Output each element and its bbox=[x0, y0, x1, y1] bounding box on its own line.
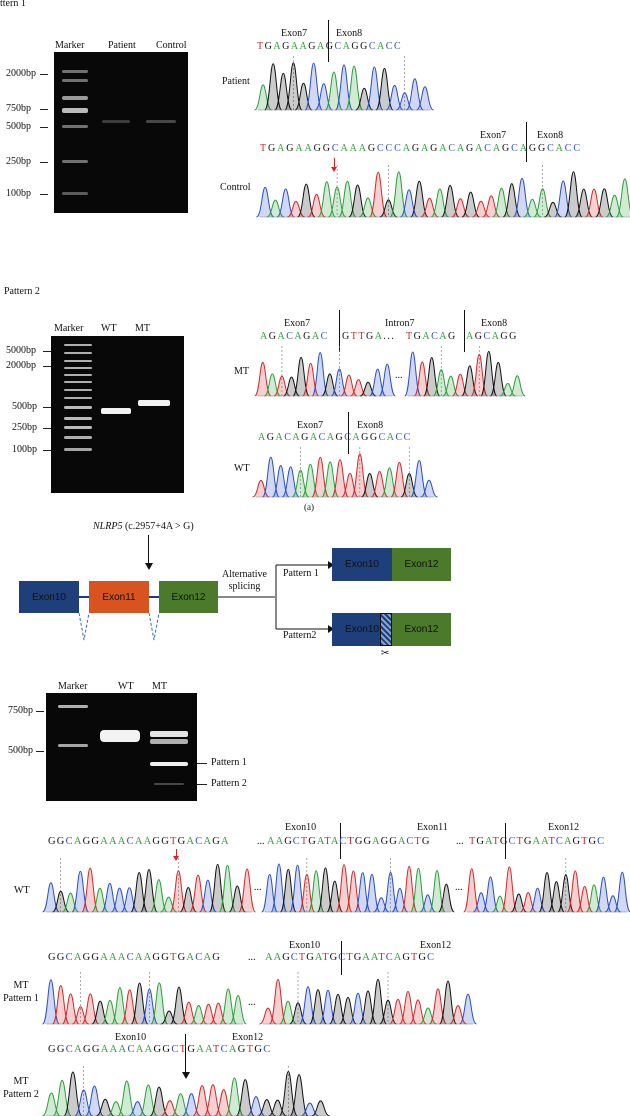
c-mt2-exon12-label: Exon12 bbox=[232, 1032, 264, 1043]
scissors-icon: ✂ bbox=[381, 648, 390, 659]
diagram-exon11: Exon11 bbox=[89, 581, 149, 613]
c-wt-seq3: TGATGCTGAATCAGTGC bbox=[469, 836, 606, 847]
c-mt1-exon12-label: Exon12 bbox=[420, 940, 452, 951]
c-mt1-chromatogram-1 bbox=[42, 972, 247, 1025]
patient-sequence: TGAGAAGAGCAGGCACC bbox=[257, 41, 403, 52]
c-mt1-seq1: GGCAGGAAACAAGGTGACAG bbox=[48, 952, 222, 963]
c-mt1-dots: ... bbox=[248, 952, 256, 963]
pattern1-exon10: Exon10 bbox=[332, 548, 392, 581]
pattern2-title: Pattern 2 bbox=[4, 286, 40, 297]
c-wt-dots1: ... bbox=[257, 836, 265, 847]
pattern2-deleted-segment bbox=[380, 613, 392, 646]
mt-seq-intron-start: GTTGA... bbox=[342, 331, 396, 342]
patient-chromatogram bbox=[254, 56, 434, 111]
gel3-band-pattern2: Pattern 2 bbox=[211, 778, 247, 789]
gel3-lane-wt: WT bbox=[118, 681, 134, 692]
c-mt1-mid-dots: ... bbox=[248, 997, 256, 1008]
gel2-marker-2000: 2000bp bbox=[6, 360, 36, 371]
mt-seq-intron-end: TGACAG bbox=[406, 331, 457, 342]
control-sequence: TGAGAAGGCAAAGCCCAGAGACAGACAGCAGGCACC bbox=[260, 143, 582, 154]
c-mt1-chromatogram-2 bbox=[259, 972, 477, 1025]
diagram-exon10: Exon10 bbox=[19, 581, 79, 613]
c-mt2-sequence: GGCAGGAAACAAGGCTGAATCAGTGC bbox=[48, 1044, 272, 1055]
control-chromatogram bbox=[256, 165, 630, 218]
mutation-label: NLRP5 (c.2957+4A > G) bbox=[93, 521, 194, 532]
gel3-band-pattern1: Pattern 1 bbox=[211, 757, 247, 768]
gel2-marker-250: 250bp bbox=[12, 422, 37, 433]
pattern1-arrow-label: Pattern 1 bbox=[283, 568, 319, 579]
c-wt-label: WT bbox=[14, 885, 30, 896]
control-exon7-label: Exon7 bbox=[480, 130, 507, 141]
gel1-marker-2000: 2000bp bbox=[6, 68, 36, 79]
pattern2-exon12: Exon12 bbox=[392, 613, 451, 646]
gel2-lane-mt: MT bbox=[135, 323, 150, 334]
mt-chromatogram-left bbox=[254, 346, 396, 397]
c-wt-dots2: ... bbox=[456, 836, 464, 847]
mt-exon7-label: Exon7 bbox=[284, 318, 311, 329]
mt-label: MT bbox=[234, 366, 249, 377]
pattern2-arrow-label: Pattern2 bbox=[283, 630, 317, 641]
gel3-image bbox=[46, 693, 197, 801]
c-mt1-seq2: AAGCTGATGCTGAATCAGTGC bbox=[265, 952, 435, 963]
patient-exon8-label: Exon8 bbox=[336, 28, 363, 39]
wt-chromatogram bbox=[252, 447, 438, 498]
gel2-lane-wt: WT bbox=[101, 323, 117, 334]
gel3-lane-mt: MT bbox=[152, 681, 167, 692]
c-wt-mid-dots2: ... bbox=[455, 882, 463, 893]
mt-seq-exon8: AGCAGG bbox=[466, 331, 518, 342]
mt-exon8-label: Exon8 bbox=[481, 318, 508, 329]
gel1-marker-250: 250bp bbox=[6, 156, 31, 167]
gel1-marker-750: 750bp bbox=[6, 103, 31, 114]
gel1-marker-100: 100bp bbox=[6, 188, 31, 199]
c-mt1-exon10-label: Exon10 bbox=[289, 940, 321, 951]
mt-chromatogram-right bbox=[404, 346, 526, 397]
gel2-lane-marker: Marker bbox=[54, 323, 84, 334]
c-wt-chromatogram-1 bbox=[42, 858, 256, 913]
red-arrow-control bbox=[334, 158, 335, 170]
gel1-lane-patient: Patient bbox=[108, 40, 136, 51]
gel3-marker-750: 750bp bbox=[8, 705, 33, 716]
mt-seq-exon7: AGACAGAC bbox=[260, 331, 329, 342]
control-label: Control bbox=[220, 182, 251, 193]
patient-label: Patient bbox=[222, 76, 250, 87]
c-wt-exon12-label: Exon12 bbox=[548, 822, 580, 833]
c-wt-seq1: GGCAGGAAACAAGGTGACAGA bbox=[48, 836, 230, 847]
pattern1-exon12: Exon12 bbox=[392, 548, 451, 581]
wt-label: WT bbox=[234, 463, 250, 474]
c-mt2-chromatogram bbox=[42, 1066, 330, 1116]
c-wt-exon11-label: Exon11 bbox=[417, 822, 448, 833]
mt-ellipsis: ... bbox=[395, 370, 403, 381]
gel1-lane-control: Control bbox=[156, 40, 187, 51]
c-wt-chromatogram-3 bbox=[463, 858, 630, 913]
gel3-marker-500: 500bp bbox=[8, 745, 33, 756]
c-wt-chromatogram-2 bbox=[261, 858, 455, 913]
panel-a-caption: (a) bbox=[304, 502, 314, 512]
gel1-image bbox=[54, 52, 188, 213]
control-exon8-label: Exon8 bbox=[537, 130, 564, 141]
gel2-marker-500: 500bp bbox=[12, 401, 37, 412]
splice-dashes bbox=[78, 561, 334, 641]
c-wt-exon10-label: Exon10 bbox=[285, 822, 317, 833]
gel2-image bbox=[51, 336, 184, 493]
gel1-lane-marker: Marker bbox=[55, 40, 85, 51]
c-mt2-exon10-label: Exon10 bbox=[115, 1032, 147, 1043]
wt-exon8-label: Exon8 bbox=[357, 420, 384, 431]
gel2-marker-5000: 5000bp bbox=[6, 345, 36, 356]
c-wt-mid-dots1: ... bbox=[254, 882, 262, 893]
c-wt-seq2: AAGCTGATACTGGAGGACTG bbox=[267, 836, 431, 847]
mt-intron7-label: Intron7 bbox=[385, 318, 415, 329]
gel2-marker-100: 100bp bbox=[12, 444, 37, 455]
gel1-marker-500: 500bp bbox=[6, 121, 31, 132]
gel3-lane-marker: Marker bbox=[58, 681, 88, 692]
wt-sequence: AGACAGACAGCAGGCACC bbox=[258, 432, 412, 443]
patient-exon7-label: Exon7 bbox=[281, 28, 308, 39]
wt-exon7-label: Exon7 bbox=[297, 420, 324, 431]
red-arrow-c-wt bbox=[176, 849, 177, 858]
pattern1-title: Pattern 1 bbox=[0, 0, 26, 9]
diagram-exon12: Exon12 bbox=[159, 581, 218, 613]
